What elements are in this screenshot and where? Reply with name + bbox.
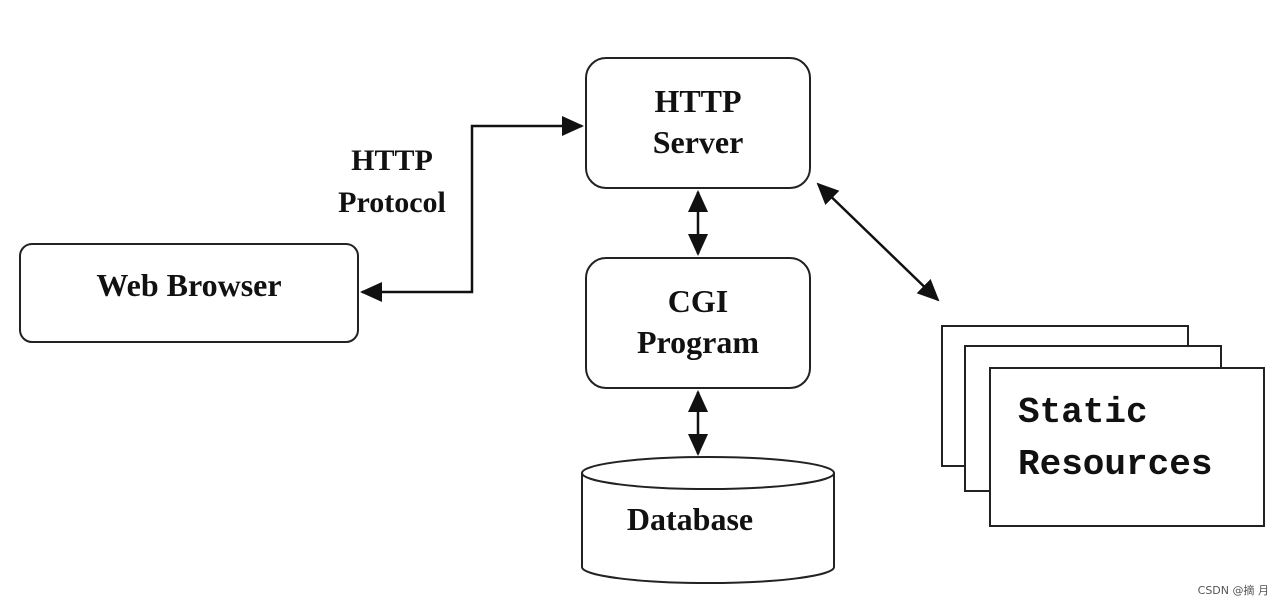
database-cylinder-top [581, 456, 835, 490]
server-static-arrow [816, 182, 940, 302]
watermark-text: CSDN @摘 月 [1197, 584, 1269, 597]
web-browser-box [19, 243, 359, 343]
cgi-program-box [585, 257, 811, 389]
database-label: Database [627, 501, 753, 537]
database-cylinder-body [581, 473, 835, 584]
http-server-box [585, 57, 811, 189]
http-server-label-line1: HTTP [654, 83, 741, 119]
http-server-node: HTTP Server [585, 57, 811, 189]
static-resources-node: Static Resources [941, 325, 1265, 527]
cgi-program-node: CGI Program [585, 257, 811, 389]
cgi-program-label-line2: Program [637, 324, 759, 360]
http-protocol-label-line1: HTTP [351, 144, 433, 177]
web-browser-label: Web Browser [96, 267, 281, 303]
static-resources-label-line1: Static [1018, 392, 1148, 433]
http-protocol-label-line2: Protocol [338, 186, 446, 219]
http-protocol-connector: HTTP Protocol [338, 116, 584, 302]
web-browser-node: Web Browser [19, 243, 359, 343]
cgi-program-label-line1: CGI [668, 283, 728, 319]
http-protocol-arrow [360, 116, 584, 302]
static-resources-label-line2: Resources [1018, 444, 1212, 485]
http-server-label-line2: Server [653, 124, 744, 160]
database-node: Database [581, 456, 835, 584]
static-resources-page-front [989, 367, 1265, 527]
